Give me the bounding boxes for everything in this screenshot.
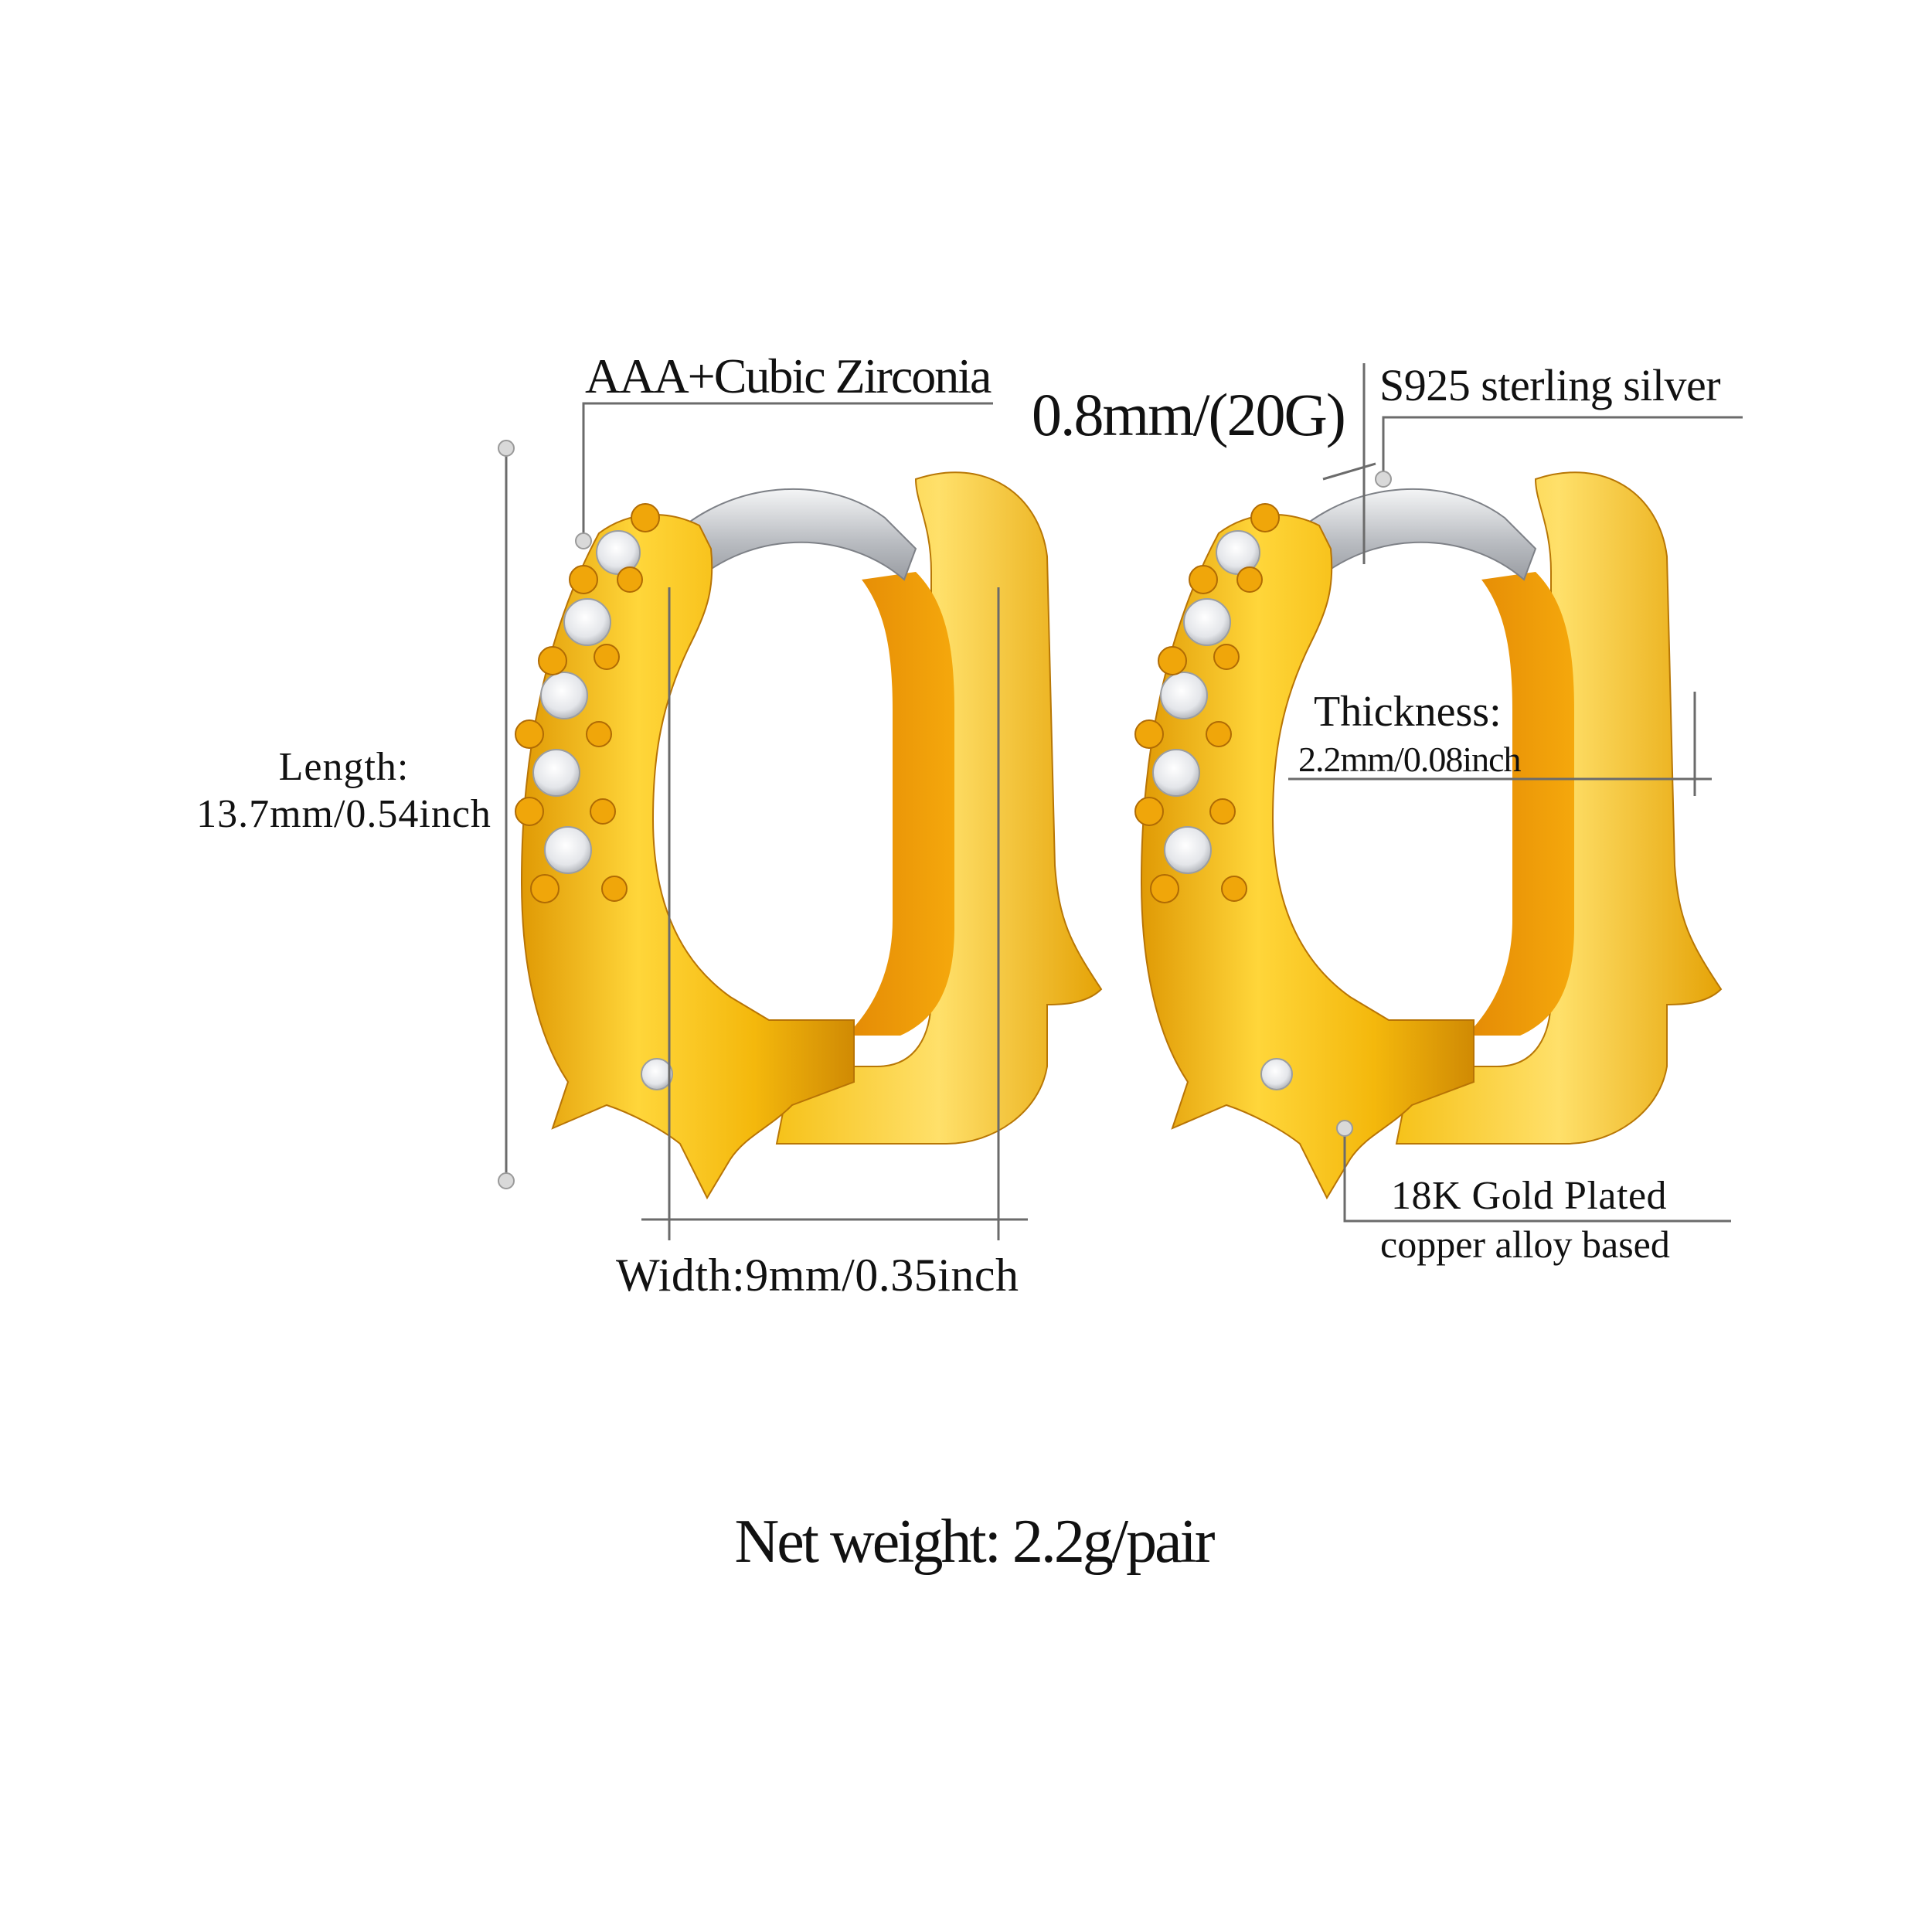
thickness-label: Thickness: [1314,688,1502,736]
post-material-callout: S925 sterling silver [1379,360,1721,410]
thickness-value: 2.2mm/0.08inch [1298,740,1522,779]
length-label: Length: [278,745,410,789]
width-callout: Width:9mm/0.35inch [616,1250,1019,1301]
stone-callout: AAA+Cubic Zirconia [585,349,992,403]
length-value: 13.7mm/0.54inch [196,792,492,837]
earring-left [515,471,1102,1199]
length-callout: Length: 13.7mm/0.54inch [185,743,502,838]
earring-right [1134,471,1722,1199]
gauge-callout: 0.8mm/(20G) [1032,381,1346,448]
net-weight: Net weight: 2.2g/pair [734,1508,1215,1576]
plating-callout: 18K Gold Plated [1391,1174,1668,1218]
base-material-callout: copper alloy based [1380,1223,1670,1266]
